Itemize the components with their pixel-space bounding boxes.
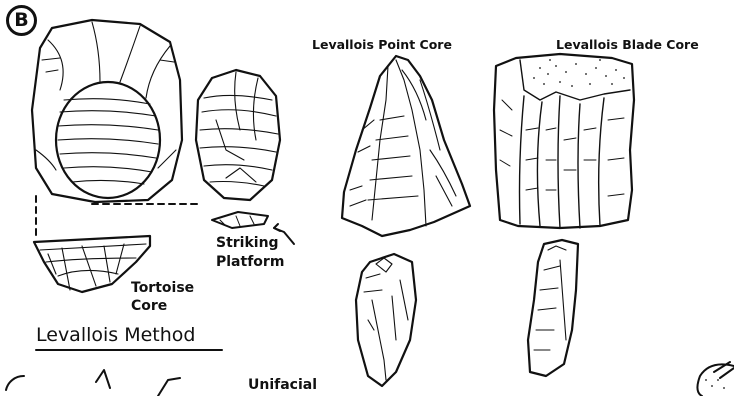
partial-artifact-dots: [705, 379, 725, 389]
label-unifacial: Unifacial: [248, 378, 317, 393]
levallois-blade-flake: [528, 240, 578, 376]
levallois-point-flake: [356, 254, 416, 386]
dashed-guides: [36, 196, 200, 238]
label-levallois-method: Levallois Method: [36, 326, 196, 346]
label-striking: Striking: [216, 236, 279, 251]
label-levallois-point-core: Levallois Point Core: [312, 38, 452, 51]
panel-letter: B: [14, 9, 28, 31]
levallois-point-core: [342, 56, 470, 236]
partial-artifact-right: [697, 362, 734, 396]
tortoise-core-oblique-view: [196, 70, 280, 200]
levallois-blade-core: [494, 54, 634, 228]
striking-platform-flake: [212, 212, 268, 228]
label-levallois-blade-core: Levallois Blade Core: [556, 38, 699, 51]
label-tortoise: Tortoise: [131, 281, 194, 296]
label-platform: Platform: [216, 255, 284, 270]
panel-letter-badge: B: [6, 5, 37, 36]
label-core: Core: [131, 299, 167, 314]
partial-artifact-bottom-left: [6, 370, 180, 396]
tortoise-core-top-view: [32, 20, 182, 202]
